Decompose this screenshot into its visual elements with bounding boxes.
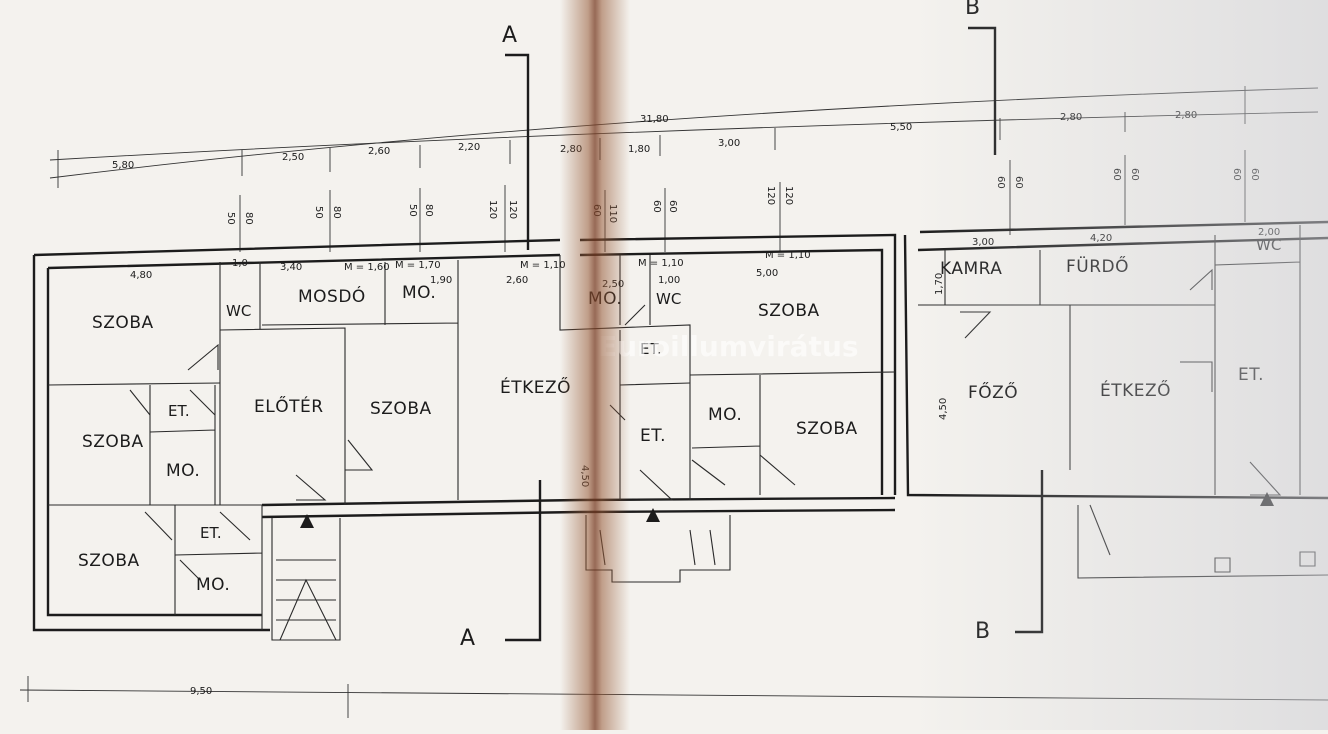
inner-dim-12: 5,00 — [756, 268, 778, 279]
room-mo-2: MO. — [166, 461, 200, 481]
inner-dim-8: M = 1,10 — [520, 260, 566, 271]
room-et-3: ET. — [640, 340, 662, 358]
inner-dim-19: 4,50 — [579, 465, 590, 487]
opening-dim-17: 60 — [1111, 168, 1122, 181]
section-a-top: A — [502, 23, 517, 48]
top-dim-8: 5,50 — [890, 122, 912, 133]
room-wc-3: WC — [1256, 236, 1281, 254]
room-et-2: ET. — [200, 524, 222, 542]
room-furdo: FÜRDŐ — [1066, 255, 1129, 277]
opening-dim-8: 120 — [507, 200, 518, 219]
opening-dim-1: 50 — [225, 212, 236, 225]
room-et-1: ET. — [168, 402, 190, 420]
room-mo-1: MO. — [402, 283, 436, 303]
room-et-5: ET. — [1238, 365, 1264, 385]
room-etkezo-2: ÉTKEZŐ — [1100, 379, 1171, 401]
section-b-top: B — [965, 0, 980, 20]
opening-dim-16: 60 — [1013, 176, 1024, 189]
room-szoba-2: SZOBA — [82, 432, 144, 452]
inner-dim-14: 3,00 — [972, 237, 994, 248]
top-dim-10: 2,80 — [1175, 110, 1197, 121]
top-dim-3: 2,60 — [368, 146, 390, 157]
section-a-bottom: A — [460, 626, 475, 651]
room-eloter: ELŐTÉR — [254, 395, 324, 417]
inner-dim-7: 2,60 — [506, 275, 528, 286]
room-wc-1: WC — [226, 302, 251, 320]
opening-dim-6: 80 — [423, 204, 434, 217]
room-et-4: ET. — [640, 426, 666, 446]
top-dim-7: 3,00 — [718, 138, 740, 149]
inner-dim-13: M = 1,10 — [765, 250, 811, 261]
room-kamra: KAMRA — [940, 259, 1002, 279]
room-etkezo-1: ÉTKEZŐ — [500, 376, 571, 398]
inner-dim-4: M = 1,60 — [344, 262, 390, 273]
opening-dim-5: 50 — [407, 204, 418, 217]
inner-dim-3: 3,40 — [280, 262, 302, 273]
opening-dim-19: 60 — [1231, 168, 1242, 181]
inner-dim-18: 4,50 — [938, 398, 949, 420]
inner-dim-15: 4,20 — [1090, 233, 1112, 244]
overall-dim-top: 31,80 — [640, 114, 669, 125]
top-dim-1: 5,80 — [112, 160, 134, 171]
opening-dim-7: 120 — [487, 200, 498, 219]
top-dim-5: 2,80 — [560, 144, 582, 155]
overall-dim-bottom: 9,50 — [190, 686, 212, 697]
room-szoba-5: SZOBA — [758, 301, 820, 321]
room-szoba-1: SZOBA — [92, 313, 154, 333]
inner-dim-6: 1,90 — [430, 275, 452, 286]
opening-dim-9: 60 — [591, 204, 602, 217]
opening-dim-4: 80 — [331, 206, 342, 219]
opening-dim-10: 110 — [607, 204, 618, 223]
room-mo-5: MO. — [708, 405, 742, 425]
bottom-dimension — [19, 676, 1328, 718]
room-szoba-4: SZOBA — [78, 551, 140, 571]
top-dim-2: 2,50 — [282, 152, 304, 163]
inner-dim-11: 1,00 — [658, 275, 680, 286]
opening-dim-13: 120 — [765, 186, 776, 205]
opening-dim-14: 120 — [783, 186, 794, 205]
inner-dim-2: 1,0 — [232, 258, 248, 269]
room-mosdo: MOSDÓ — [298, 285, 366, 307]
watermark: Euroillumvirátus — [598, 330, 859, 363]
inner-dim-1: 4,80 — [130, 270, 152, 281]
exterior-walls — [32, 220, 1328, 632]
section-b-bottom: B — [975, 619, 990, 644]
top-dim-6: 1,80 — [628, 144, 650, 155]
opening-dim-2: 80 — [243, 212, 254, 225]
opening-dim-20: 60 — [1249, 168, 1260, 181]
room-wc-2: WC — [656, 290, 681, 308]
inner-dim-5: M = 1,70 — [395, 260, 441, 271]
room-szoba-6: SZOBA — [796, 419, 858, 439]
room-mo-3: MO. — [196, 575, 230, 595]
opening-dim-18: 60 — [1129, 168, 1140, 181]
room-fozo: FŐZŐ — [968, 381, 1018, 403]
top-dim-9: 2,80 — [1060, 112, 1082, 123]
opening-dim-15: 60 — [995, 176, 1006, 189]
door-swings — [129, 268, 1282, 581]
opening-dim-3: 50 — [313, 206, 324, 219]
room-szoba-3: SZOBA — [370, 399, 432, 419]
top-dimension-chain — [49, 86, 1319, 188]
top-dim-4: 2,20 — [458, 142, 480, 153]
opening-dim-11: 60 — [651, 200, 662, 213]
inner-dim-10: M = 1,10 — [638, 258, 684, 269]
opening-dim-12: 60 — [667, 200, 678, 213]
room-mo-4: MO. — [588, 289, 622, 309]
